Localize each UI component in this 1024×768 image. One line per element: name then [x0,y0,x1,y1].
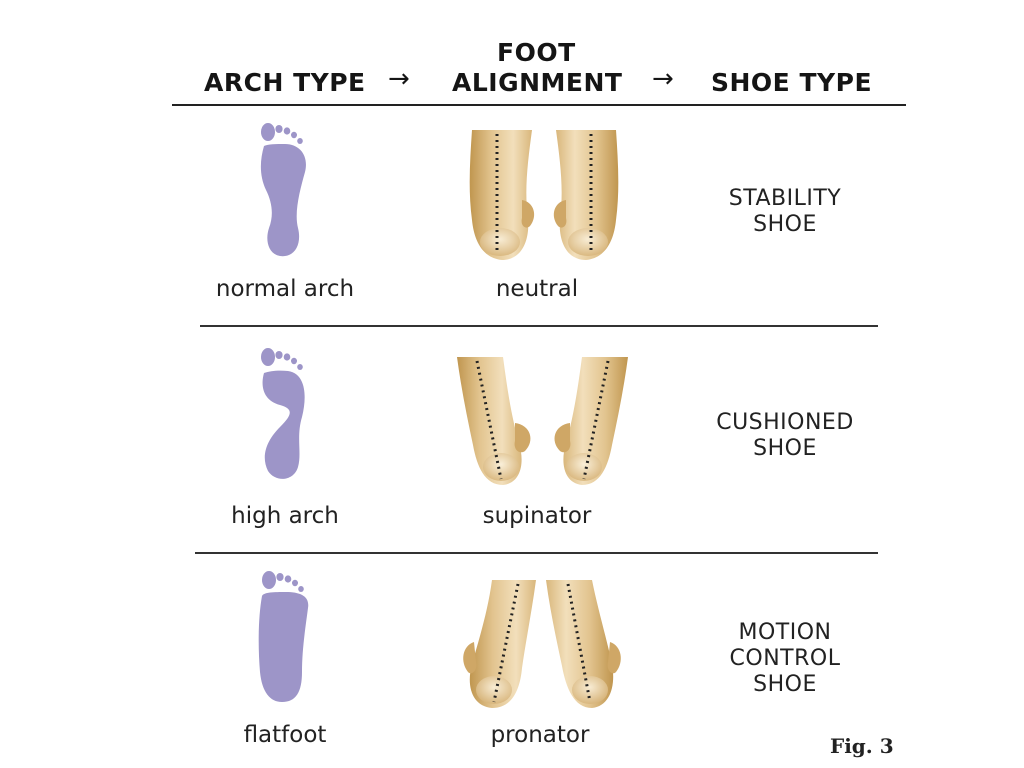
heel-pronator-right-icon [546,580,621,708]
shoe-type-stability: STABILITY SHOE [700,186,870,238]
header-arrow-2: → [652,64,674,94]
alignment-label-supinator: supinator [482,503,592,529]
header-rule [172,104,906,106]
header-arch-type: ARCH TYPE [204,68,366,97]
header-alignment: ALIGNMENT [452,68,623,97]
shoe-line-2: SHOE [753,436,817,461]
arch-label-high: high arch [231,503,339,529]
shoe-line-1: STABILITY [728,186,842,211]
footprint-normal-arch-icon [260,123,306,257]
row-divider-2 [195,552,878,554]
header-foot: FOOT [497,38,576,67]
heel-pronator-left-icon [463,580,536,708]
header-arrow-1: → [388,64,410,94]
alignment-label-pronator: pronator [490,722,590,748]
heel-neutral-left-icon [469,130,535,260]
alignment-label-neutral: neutral [495,276,579,302]
footprint-high-arch-icon [261,348,305,479]
shoe-type-motion-control: MOTION CONTROL SHOE [700,620,870,698]
shoe-line-2: SHOE [753,212,817,237]
arch-label-normal: normal arch [215,276,355,302]
figure-label: Fig. 3 [830,734,894,758]
shoe-line-3: SHOE [753,672,817,697]
shoe-line-1: CUSHIONED [716,410,854,435]
heel-neutral-right-icon [553,130,619,260]
arch-label-flatfoot: flatfoot [243,722,327,748]
heel-supinator-right-icon [554,357,628,485]
shoe-type-cushioned: CUSHIONED SHOE [700,410,870,462]
footprint-flatfoot-icon [258,571,309,702]
header-shoe-type: SHOE TYPE [711,68,873,97]
row-divider-1 [200,325,878,327]
shoe-line-2: CONTROL [729,646,841,671]
heel-supinator-left-icon [457,357,531,485]
shoe-line-1: MOTION [738,620,832,645]
